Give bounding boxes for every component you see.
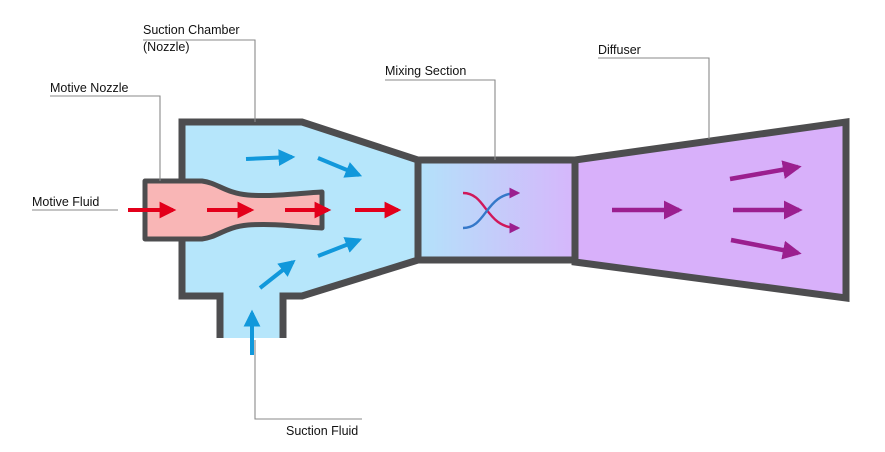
- label-diffuser: Diffuser: [598, 43, 641, 57]
- label-suction-chamber: Suction Chamber: [143, 23, 240, 37]
- label-suction-chamber-nozzle: (Nozzle): [143, 40, 190, 54]
- suction-arrow-top-1: [245, 149, 296, 166]
- leader-line-suction-chamber: [143, 39, 256, 122]
- label-suction-fluid: Suction Fluid: [286, 424, 358, 438]
- label-motive-fluid: Motive Fluid: [32, 195, 99, 209]
- suction-arrow-bottom-2: [258, 259, 296, 290]
- leader-line-mixing-section: [385, 79, 496, 160]
- leader-line-suction-fluid: [254, 340, 362, 420]
- mixing-curve-blue-to-purple: [462, 187, 521, 230]
- diffuser-arrow-4: [730, 237, 802, 260]
- label-motive-nozzle: Motive Nozzle: [50, 81, 129, 95]
- mixing-section-body: [414, 156, 579, 264]
- leader-line-motive-nozzle: [50, 95, 161, 181]
- suction-arrow-bottom-1: [317, 237, 363, 258]
- diffuser-arrow-2: [729, 160, 802, 182]
- label-mixing-section: Mixing Section: [385, 64, 466, 78]
- leader-line-diffuser: [598, 57, 710, 139]
- suction-arrow-top-2: [317, 156, 363, 178]
- leader-lines: [32, 39, 710, 420]
